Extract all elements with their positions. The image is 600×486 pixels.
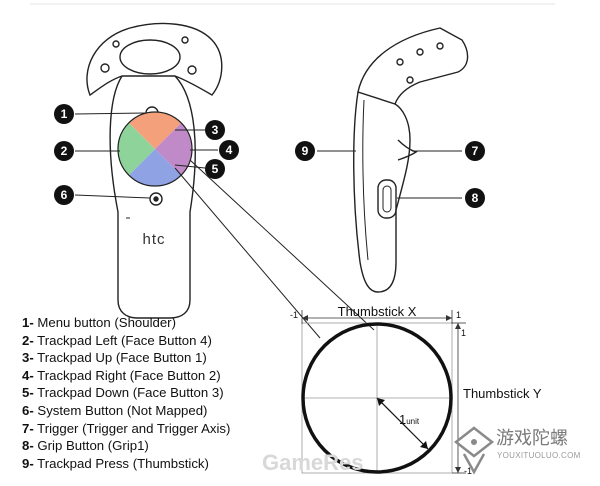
- legend-item-5: 5- Trackpad Down (Face Button 3): [22, 385, 224, 401]
- x-min-label: -1: [290, 310, 298, 320]
- trackpad-right-quadrant: [155, 123, 192, 175]
- watermark-cn-name: 游戏陀螺: [496, 428, 568, 449]
- callout-badge-7: [465, 141, 485, 161]
- thumbstick-circle: [301, 322, 453, 474]
- gyroscope-logo-icon: [453, 426, 495, 475]
- svg-text:7: 7: [472, 144, 479, 158]
- svg-text:1: 1: [61, 107, 68, 121]
- sensor-dimple: [187, 65, 197, 75]
- trackpad-up-quadrant: [129, 112, 181, 149]
- watermark-site-text: GameRes: [262, 450, 364, 475]
- callout-badge-3: [205, 120, 225, 140]
- sensor-dimple: [112, 40, 120, 48]
- sensor-dimple: [100, 63, 110, 73]
- side-handle: [353, 91, 411, 293]
- callout-badge-9: [295, 141, 315, 161]
- svg-text:6: 6: [61, 188, 68, 202]
- x-max-label: 1: [456, 310, 461, 320]
- controller-body: [109, 75, 196, 319]
- thumbstick-y-label: Thumbstick Y: [463, 386, 542, 401]
- y-max-label: 1: [461, 328, 466, 338]
- controller-side-view: [353, 27, 469, 293]
- radius-line: [376, 397, 429, 450]
- callout-badge-4: [219, 140, 239, 160]
- svg-text:4: 4: [226, 143, 233, 157]
- trigger: [397, 139, 418, 161]
- thumbstick-x-label: Thumbstick X: [338, 304, 417, 319]
- tracking-ring-outer: [86, 22, 223, 97]
- thumbstick-diagram: Thumbstick X -1 1 Thumbstick Y 1 -1 1uni…: [290, 304, 542, 476]
- legend-item-2: 2- Trackpad Left (Face Button 4): [22, 332, 212, 348]
- trackpad-left-quadrant: [118, 123, 155, 175]
- watermark-url: YOUXITUOLUO.COM: [497, 451, 581, 460]
- legend-item-8: 8- Grip Button (Grip1): [22, 438, 149, 454]
- y-min-label: -1: [464, 466, 472, 476]
- legend-item-4: 4- Trackpad Right (Face Button 2): [22, 367, 221, 383]
- watermark: GameRes 游戏陀螺 YOUXITUOLUO.COM: [262, 426, 581, 475]
- leader-lines: [74, 112, 462, 339]
- trackpad-down-quadrant: [129, 149, 181, 186]
- svg-text:8: 8: [472, 191, 479, 205]
- callout-badge-2: [54, 141, 74, 161]
- callout-badge-8: [465, 188, 485, 208]
- trackpad: [117, 111, 193, 187]
- side-head: [357, 27, 469, 105]
- svg-text:2: 2: [61, 144, 68, 158]
- legend-item-7: 7- Trigger (Trigger and Trigger Axis): [22, 420, 231, 436]
- callout-badge-6: [54, 185, 74, 205]
- brand-logo-text: htc: [142, 231, 165, 248]
- legend-item-3: 3- Trackpad Up (Face Button 1): [22, 350, 207, 366]
- sensor-dimple: [181, 36, 189, 44]
- callout-badge-1: [54, 104, 74, 124]
- svg-text:5: 5: [212, 162, 219, 176]
- svg-text:3: 3: [212, 123, 219, 137]
- tracking-ring-inner: [119, 39, 181, 75]
- button-legend: 1- Menu button (Shoulder) 2- Trackpad Le…: [22, 314, 230, 472]
- grip-button: [377, 179, 397, 219]
- radius-label: 1unit: [399, 412, 420, 427]
- legend-item-1: 1- Menu button (Shoulder): [22, 315, 176, 330]
- system-button: [149, 192, 163, 206]
- svg-text:9: 9: [302, 144, 309, 158]
- legend-item-9: 9- Trackpad Press (Thumbstick): [22, 455, 209, 471]
- callout-badge-5: [205, 159, 225, 179]
- legend-item-6: 6- System Button (Not Mapped): [22, 402, 208, 418]
- callout-badges: 1 2 3 4 5 6 7 8 9: [54, 104, 485, 208]
